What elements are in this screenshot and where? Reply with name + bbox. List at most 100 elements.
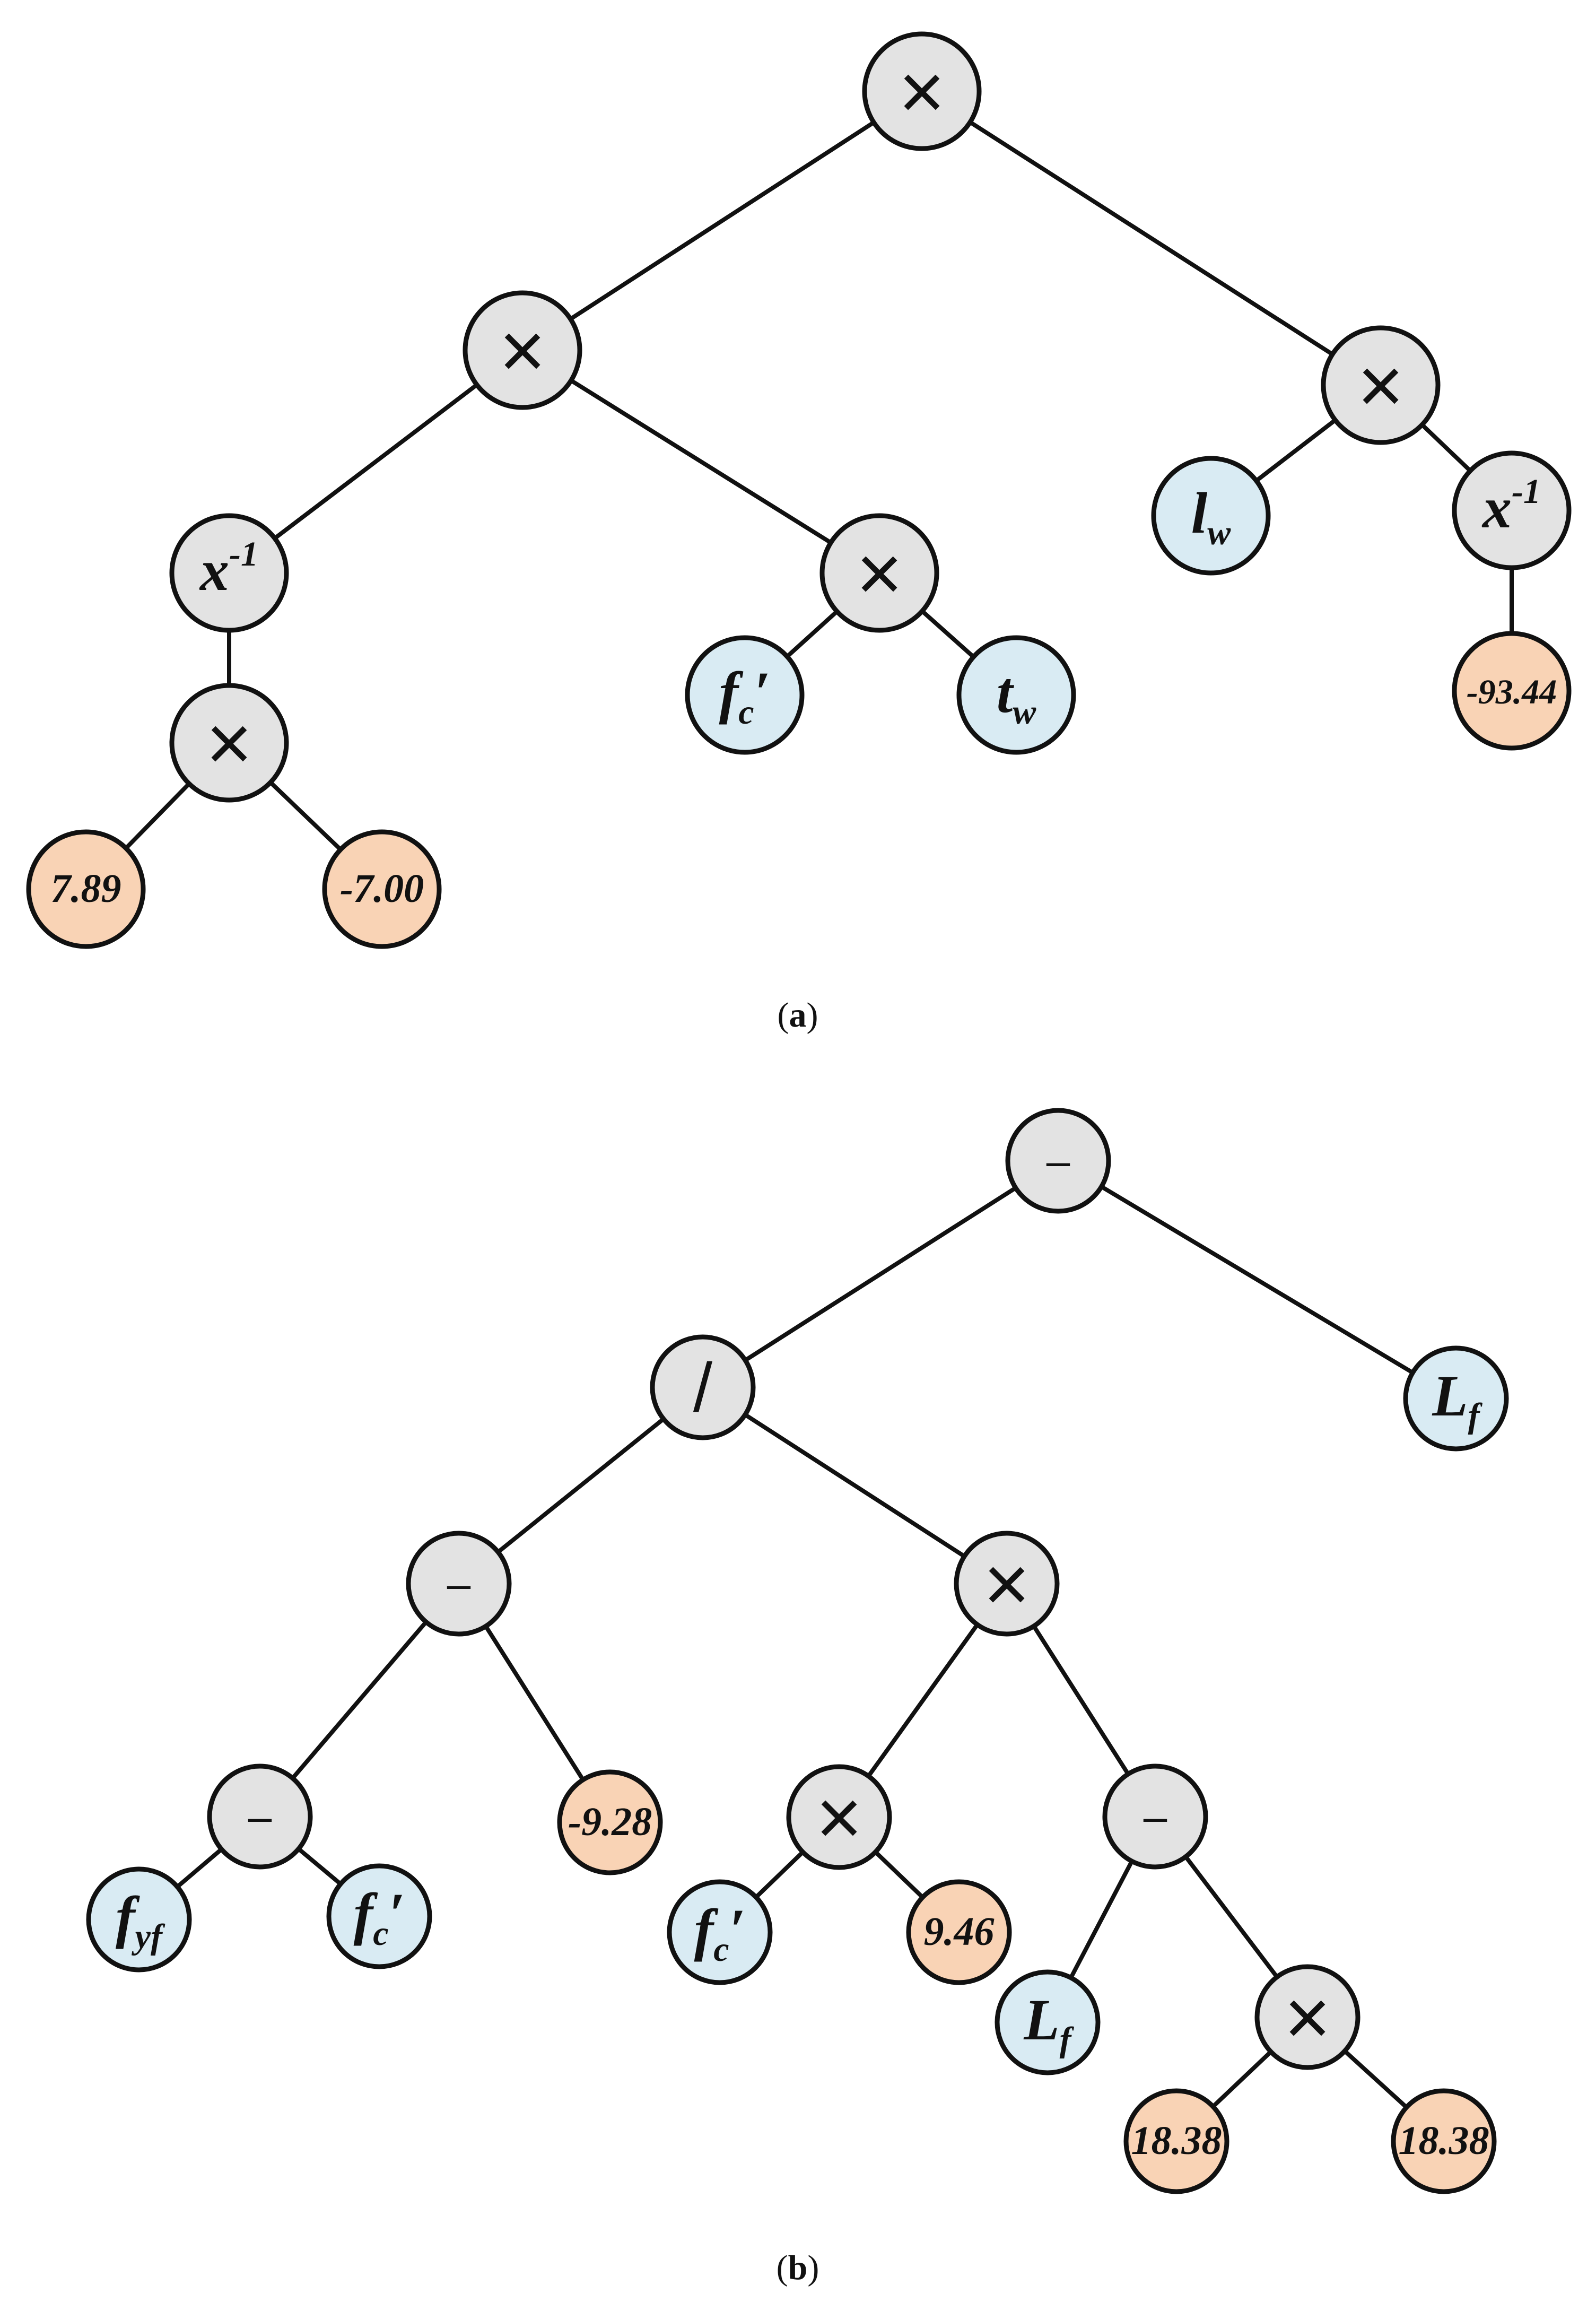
edge-a2-a5 [521,348,881,575]
tree-node-operator: × [954,1531,1060,1637]
operator-symbol: × [816,1773,862,1862]
operator-node-circle [786,1764,892,1870]
operator-symbol: – [1046,1137,1070,1185]
tree-node-variable: fc′ [667,1879,773,1985]
operator-node-circle [1102,1763,1208,1870]
operator-node-circle [169,683,289,803]
subscript: c [713,1930,729,1969]
prime-mark: ′ [729,1897,746,1962]
variable-node-circle [1151,456,1271,576]
operator-node-circle [819,513,939,633]
tree-node-operator: × [786,1764,892,1870]
variable-node-circle [86,1866,192,1973]
variable-symbol: L [1432,1363,1468,1428]
constant-node-circle [1391,2088,1497,2194]
variable-label: fc′ [354,1881,405,1953]
tree-node-constant: -93.44 [1452,631,1572,751]
variable-node-circle [995,1969,1101,2075]
operator-node-circle [862,31,982,151]
constant-symbol: -93.44 [1467,673,1557,711]
caption-a-letter: a [789,996,807,1035]
constant-symbol: 7.89 [51,866,121,911]
variable-label: lw [1191,481,1232,552]
constant-node-circle [557,1769,663,1875]
tree-node-constant: -7.00 [322,829,442,949]
constant-label: 7.89 [51,866,121,911]
constant-node-circle [1452,631,1572,751]
tree-node-variable: fyf [86,1866,192,1973]
caption-a-open: ( [778,996,789,1035]
tree-node-variable: Lf [1403,1345,1509,1452]
operator-node-circle [1254,1964,1360,2070]
tree-node-variable: lw [1151,456,1271,576]
caption-b-open: ( [777,2248,788,2287]
edge-b1-b2 [701,1159,1060,1389]
variable-symbol: L [1023,1987,1059,2052]
operator-symbol: x [199,538,229,603]
edge-a2-a4 [228,348,524,575]
constant-symbol: -9.28 [568,1800,652,1844]
caption-b-letter: b [788,2248,808,2287]
variable-node-circle [326,1863,432,1969]
constant-symbol: 9.46 [924,1909,995,1954]
subscript: w [1207,514,1231,552]
constant-symbol: 18.38 [1399,2118,1489,2163]
caption-b: (b) [777,2248,819,2287]
operator-symbol: × [206,698,252,787]
tree-node-operator: × [819,513,939,633]
tree-node-operator: × [862,31,982,151]
tree-node-variable: Lf [995,1969,1101,2075]
tree-node-operator: x-1 [169,513,289,633]
edge-b1-b3 [1057,1159,1458,1401]
variable-symbol: l [1191,481,1208,545]
tree-node-operator: × [1321,325,1441,445]
subscript: w [1013,693,1036,732]
prime-mark: ′ [389,1881,405,1946]
superscript: -1 [1512,472,1541,511]
constant-label: -7.00 [340,866,424,911]
tree-node-operator: × [169,683,289,803]
caption-b-close: ) [807,2248,819,2287]
operator-node-circle [406,1531,512,1637]
tree-node-constant: 7.89 [26,829,146,949]
operator-node-circle [207,1763,313,1870]
caption-a: (a) [778,996,818,1035]
operator-symbol: – [447,1560,471,1608]
constant-symbol: -7.00 [340,866,424,911]
tree-node-operator: / [650,1334,756,1440]
variable-node-circle [667,1879,773,1985]
constant-label: -9.28 [568,1800,652,1844]
superscript: -1 [229,535,258,574]
operator-symbol: × [899,47,945,136]
subscript: c [738,693,754,732]
constant-node-circle [906,1879,1012,1985]
operator-symbol: × [1284,1973,1331,2062]
edge-b2-b5 [701,1385,1008,1586]
operator-symbol: × [856,528,903,618]
tree-node-variable: fc′ [326,1863,432,1969]
operator-node-circle [463,290,582,410]
tree-node-constant: -9.28 [557,1769,663,1875]
operator-label: x-1 [1481,472,1541,540]
operator-node-circle [169,513,289,633]
variable-label: tw [997,660,1037,732]
operator-symbol: × [1357,341,1404,430]
tree-node-variable: fc′ [685,635,805,755]
tree-node-operator: – [406,1531,512,1637]
constant-label: 18.38 [1131,2118,1222,2163]
edge-a1-a2 [521,89,923,352]
constant-node-circle [26,829,146,949]
constant-label: 18.38 [1399,2118,1489,2163]
subscript: c [373,1914,388,1953]
variable-symbol: t [997,660,1015,725]
operator-symbol: x [1481,475,1512,540]
constant-node-circle [322,829,442,949]
operator-symbol: – [248,1793,272,1840]
variable-node-circle [956,635,1076,755]
caption-a-close: ) [807,996,818,1035]
subscript: yf [132,1917,165,1956]
constant-symbol: 18.38 [1131,2118,1222,2163]
tree-node-variable: tw [956,635,1076,755]
variable-node-circle [685,635,805,755]
